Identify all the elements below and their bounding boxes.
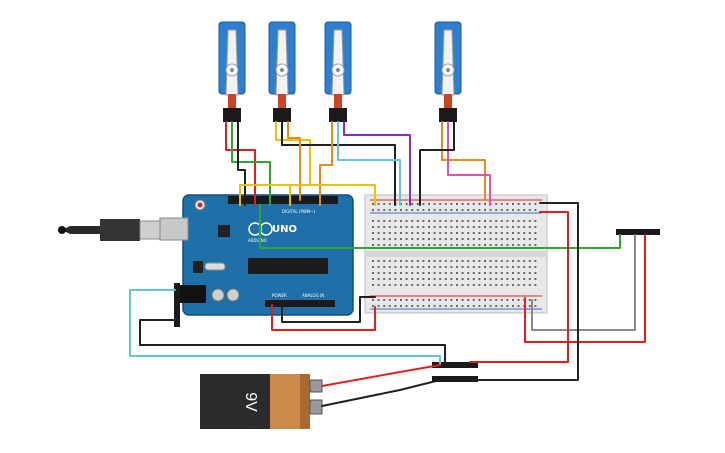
breadboard-holes	[372, 203, 537, 307]
usb-chip	[218, 225, 230, 237]
barrel-jack	[180, 285, 206, 303]
wire-black-rail	[469, 202, 579, 381]
battery-terminal-positive	[309, 379, 323, 393]
servo-connector	[223, 108, 241, 122]
wire-servo4-orange	[441, 121, 486, 201]
wire-red-right	[524, 234, 646, 343]
header-right	[616, 229, 660, 235]
header-battery-top	[432, 362, 478, 368]
usb-port	[159, 217, 189, 241]
wire-servo4-pink	[447, 121, 491, 206]
servo-horn	[225, 29, 239, 96]
center-channel	[365, 251, 547, 257]
microcontroller-chip	[248, 258, 328, 274]
reset-button-cap	[197, 202, 203, 208]
digital-header-label: DIGITAL (PWM~)	[282, 209, 316, 214]
battery-terminal-negative	[309, 399, 323, 415]
servo-connector	[273, 108, 291, 122]
capacitor-2	[226, 288, 240, 302]
wire-green-right	[259, 204, 621, 249]
capacitor-1	[211, 288, 225, 302]
crystal	[204, 262, 226, 271]
wire-servo2-orange	[287, 121, 301, 201]
wire-servo3-orange	[319, 121, 333, 206]
usb-cable	[58, 219, 161, 241]
regulator	[193, 261, 203, 273]
power-header-label: POWER	[272, 293, 287, 298]
wire-arduino-5v	[271, 304, 376, 331]
wire-battery-positive	[321, 364, 441, 387]
breadboard[interactable]	[364, 194, 548, 314]
servo-motor-1[interactable]	[218, 21, 246, 122]
wire-yellow-bridge	[239, 184, 376, 206]
arduino-uno-board[interactable]: UNO ARDUINO DIGITAL (PWM~) POWER ANALOG …	[159, 194, 354, 316]
wire-battery-negative	[321, 379, 441, 407]
wire-gray-right	[531, 234, 636, 331]
wire-servo1-black	[237, 121, 246, 206]
servo-group	[218, 21, 462, 122]
board-sub-label: ARDUINO	[248, 238, 267, 243]
wire-black-left	[139, 319, 446, 366]
servo-horn	[275, 29, 289, 96]
wire-servo1-red	[225, 121, 256, 206]
wire-servo3-purple	[343, 121, 411, 206]
battery-9v[interactable]: 9V	[200, 374, 323, 429]
board-brand-label: UNO	[272, 224, 297, 235]
wire-servo3-cyan	[337, 121, 401, 206]
header-battery-bottom	[432, 376, 478, 382]
wire-cyan-left	[129, 289, 441, 366]
power-analog-header	[265, 300, 335, 307]
battery-voltage-label: 9V	[242, 392, 259, 412]
servo-horn	[441, 29, 455, 96]
servo-horn	[331, 29, 345, 96]
wire-group	[129, 121, 646, 407]
servo-connector	[439, 108, 457, 122]
servo-connector	[329, 108, 347, 122]
servo-motor-3[interactable]	[324, 21, 352, 122]
header-left	[174, 283, 180, 327]
wire-servo1-green	[231, 121, 271, 206]
wire-arduino-gnd	[281, 296, 376, 323]
wire-red-rail	[469, 211, 569, 363]
wire-servo2-yellow	[275, 121, 311, 206]
wire-servo4-black	[419, 121, 455, 206]
servo-motor-4[interactable]	[434, 21, 462, 122]
servo-motor-2[interactable]	[268, 21, 296, 122]
analog-header-label: ANALOG IN	[302, 293, 324, 298]
digital-header	[228, 196, 338, 204]
